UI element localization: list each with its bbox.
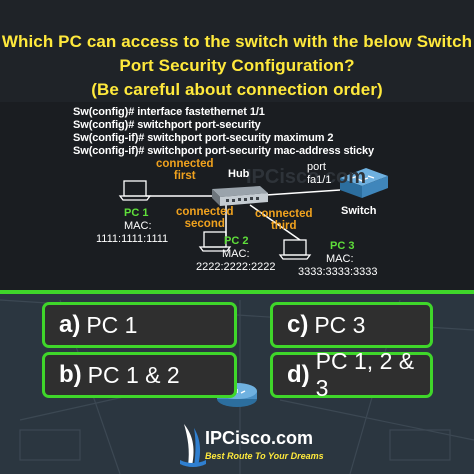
config-command-1: Sw(config)# interface fastethernet 1/1 [73, 106, 265, 118]
switch-icon [340, 168, 388, 198]
answer-c-text: PC 3 [314, 311, 366, 338]
answer-d-letter: d) [287, 361, 310, 388]
topology-drawing [118, 168, 388, 260]
connected-second-label: connected second [176, 206, 234, 230]
pc2-mac-label: MAC: [222, 248, 250, 260]
connected-second-line-1: connected [176, 206, 234, 218]
config-command-3: Sw(config-if)# switchport port-security … [73, 132, 334, 144]
pc2-laptop-icon [198, 231, 232, 252]
answer-a-letter: a) [59, 311, 81, 338]
connected-third-line-1: connected [255, 208, 313, 220]
connected-third-label: connected third [255, 208, 313, 232]
connected-third-line-2: third [270, 220, 297, 232]
pc3-laptop-icon [278, 239, 312, 260]
answer-b-text: PC 1 & 2 [87, 361, 180, 388]
answer-c-letter: c) [287, 311, 309, 338]
connected-first-line-1: connected [156, 158, 214, 170]
question-line-3: (Be careful about connection order) [91, 80, 383, 99]
pc1-laptop-icon [118, 180, 152, 201]
hub-icon [212, 186, 268, 206]
pc3-name: PC 3 [330, 240, 355, 252]
answer-b-letter: b) [59, 361, 82, 388]
answer-d-text: PC 1, 2 & 3 [315, 348, 415, 401]
question-line-1: Which PC can access to the switch with t… [1, 32, 473, 51]
pc1-mac: 1111:1111:1111 [96, 233, 169, 245]
answer-c-button[interactable]: c) PC 3 [270, 302, 433, 348]
switch-label: Switch [341, 205, 377, 217]
port-id-label: fa1/1 [307, 174, 332, 186]
hub-label: Hub [228, 168, 250, 180]
pc3-mac-label: MAC: [326, 253, 354, 265]
pc2-name: PC 2 [224, 235, 249, 247]
ipcisco-logo-icon [180, 424, 206, 467]
answer-d-button[interactable]: d) PC 1, 2 & 3 [270, 348, 433, 401]
brand-tagline: Best Route To Your Dreams [205, 451, 324, 461]
answer-a-button[interactable]: a) PC 1 [42, 302, 237, 348]
pc1-mac-label: MAC: [124, 220, 152, 232]
connected-first-line-2: first [173, 170, 196, 182]
config-command-4: Sw(config-if)# switchport port-security … [73, 145, 375, 157]
brand-name: IPCisco.com [205, 428, 314, 448]
pc3-mac: 3333:3333:3333 [298, 266, 378, 278]
config-command-2: Sw(config)# switchport port-security [73, 119, 261, 131]
answer-b-button[interactable]: b) PC 1 & 2 [42, 352, 237, 398]
pc2-mac: 2222:2222:2222 [196, 261, 276, 273]
divider-line [0, 290, 474, 294]
port-label: port [307, 161, 326, 173]
watermark-text: IPCisco.com [246, 166, 367, 188]
answer-a-text: PC 1 [86, 311, 138, 338]
pc1-name: PC 1 [124, 207, 149, 219]
connected-second-line-2: second [184, 218, 225, 230]
question-header: Which PC can access to the switch with t… [0, 0, 474, 104]
connected-first-label: connected first [156, 158, 214, 182]
question-line-2: Port Security Configuration? [119, 56, 355, 75]
